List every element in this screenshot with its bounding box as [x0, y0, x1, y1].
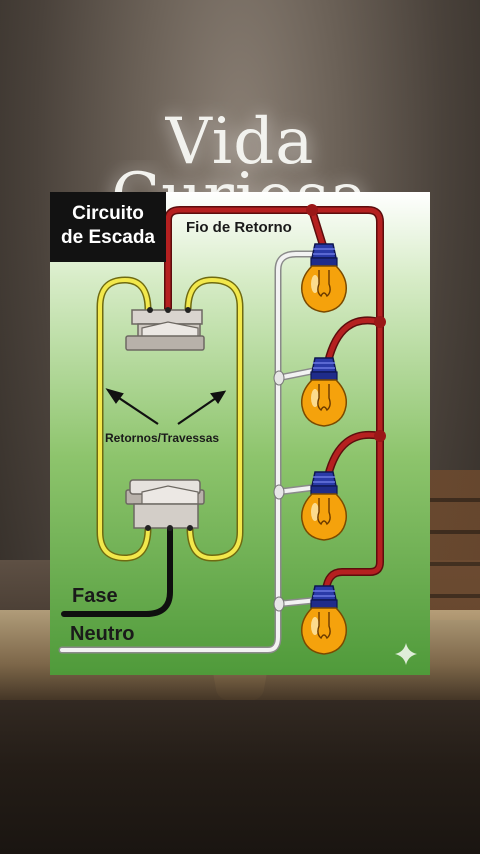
- neutral-label: Neutro: [70, 623, 135, 645]
- phase-label: Fase: [72, 585, 118, 607]
- book-stack-image: [428, 470, 480, 620]
- light-bulbs: [300, 243, 348, 655]
- traveler-wires: [96, 276, 244, 562]
- light-bulb: [300, 471, 348, 541]
- light-bulb: [300, 243, 348, 313]
- watermark-subtitle: Curiosa: [0, 160, 480, 196]
- phase-wire: [61, 525, 173, 617]
- light-bulb: [300, 585, 348, 655]
- traveler-arrows: [105, 388, 227, 425]
- sparkle-icon: [395, 643, 417, 665]
- circuit-diagram: [58, 204, 417, 665]
- switch-bottom: [125, 479, 205, 531]
- light-bulb: [300, 357, 348, 427]
- watermark-title: Vida: [165, 105, 315, 179]
- switch-top: [125, 307, 205, 351]
- diagram-title-line2: de Escada: [61, 227, 155, 248]
- traveler-wires-label: Retornos/Travessas: [105, 431, 220, 445]
- diagram-title-line1: Circuito: [72, 203, 144, 224]
- diagram-title: Circuito de Escada: [50, 192, 166, 262]
- circuit-diagram-panel: Circuito de Escada Fio de Retorno Retorn…: [50, 192, 430, 675]
- return-wire-label: Fio de Retorno: [186, 219, 292, 236]
